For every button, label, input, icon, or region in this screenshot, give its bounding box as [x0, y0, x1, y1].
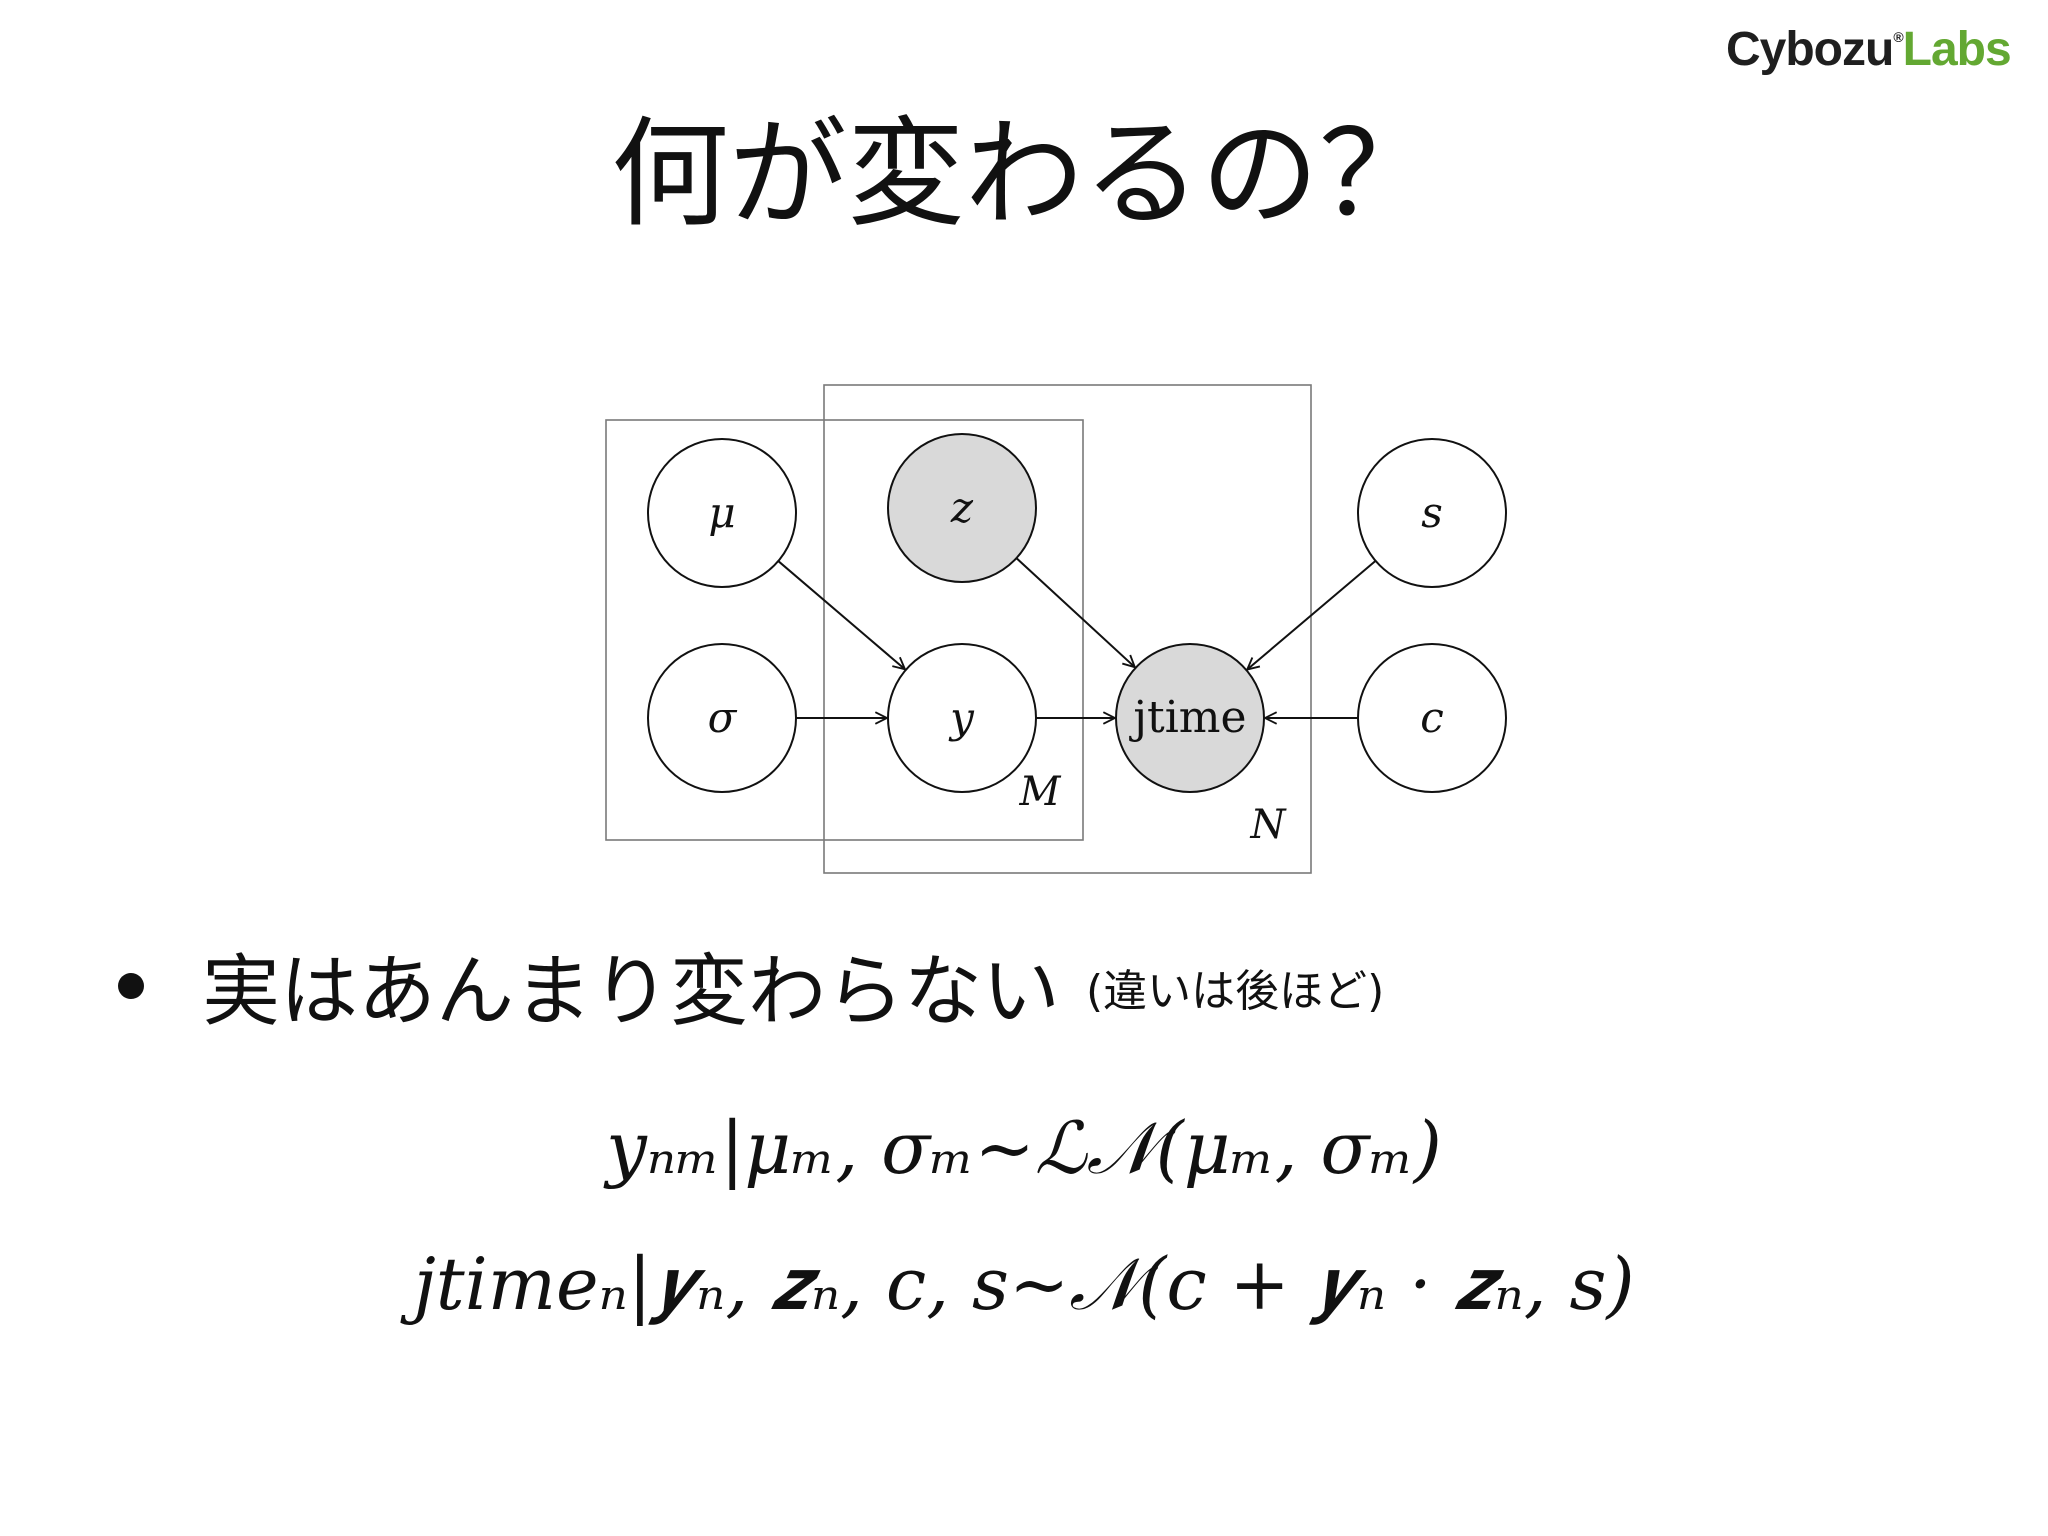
node-s-label: s	[1421, 488, 1443, 537]
node-jtime-circle	[1115, 643, 1265, 793]
node-z: z	[887, 433, 1037, 583]
bullet-text: 実はあんまり変わらない	[202, 947, 1061, 1037]
node-y-label: y	[948, 693, 975, 742]
node-s: s	[1357, 438, 1507, 588]
node-sigma-circle	[647, 643, 797, 793]
edge-mu-to-y	[777, 560, 905, 669]
node-y-circle	[887, 643, 1037, 793]
node-mu: μ	[647, 438, 797, 588]
node-s-circle	[1357, 438, 1507, 588]
logo-text-labs: Labs	[1902, 23, 2012, 76]
plate-n	[823, 384, 1312, 874]
node-c-circle	[1357, 643, 1507, 793]
node-y: y	[887, 643, 1037, 793]
equation-jtime: jtimeₙ|𝒚ₙ, 𝒛ₙ, c, s~𝒩(c + 𝒚ₙ · 𝒛ₙ, s)	[413, 1242, 1635, 1326]
bullet-item: 実はあんまり変わらない (違いは後ほど)	[118, 944, 1384, 1040]
cybozu-labs-logo: Cybozu®Labs	[1726, 22, 2026, 78]
bullet-note: (違いは後ほど)	[1086, 966, 1385, 1017]
node-sigma: σ	[647, 643, 797, 793]
node-jtime: jtime	[1115, 643, 1265, 793]
plate-m	[605, 419, 1084, 841]
node-z-label: z	[950, 483, 974, 532]
slide-title: 何が変わるの？	[610, 105, 1437, 243]
bullet-dot-icon	[118, 973, 144, 999]
node-mu-label: μ	[708, 488, 735, 537]
node-c: c	[1357, 643, 1507, 793]
plate-m-label: M	[1019, 769, 1062, 815]
node-jtime-label: jtime	[1128, 692, 1246, 743]
edge-z-to-jtime	[1015, 557, 1134, 667]
node-z-circle	[887, 433, 1037, 583]
node-c-label: c	[1420, 693, 1444, 742]
plate-n-label: N	[1250, 802, 1288, 848]
logo-text-cybozu: Cybozu	[1726, 23, 1894, 76]
equation-lognormal: yₙₘ|μₘ, σₘ~ℒ𝒩(μₘ, σₘ)	[606, 1106, 1442, 1190]
node-sigma-label: σ	[708, 693, 738, 742]
logo-registered-mark: ®	[1893, 29, 1903, 45]
edge-s-to-jtime	[1247, 560, 1377, 670]
node-mu-circle	[647, 438, 797, 588]
